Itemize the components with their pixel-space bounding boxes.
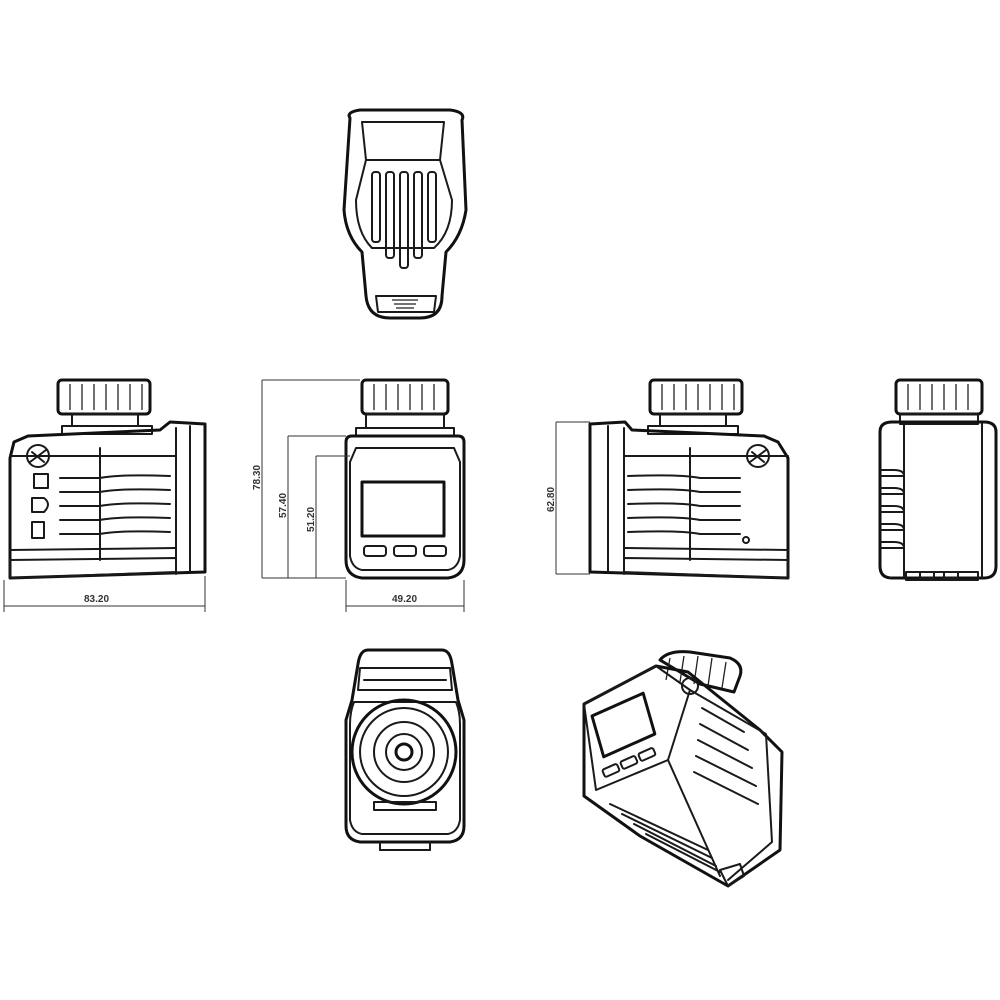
right-vent-slots xyxy=(627,474,741,535)
front-view: 49.20 78.30 57.40 51.20 xyxy=(252,378,466,612)
rear-vent-slots xyxy=(879,469,905,549)
right-side-view: 62.80 xyxy=(546,378,790,580)
front-button-right xyxy=(423,545,447,557)
iso-buttons xyxy=(601,747,657,778)
dim-height-right: 62.80 xyxy=(546,487,557,512)
iso-display-screen xyxy=(590,691,657,759)
front-button-middle xyxy=(393,545,417,557)
bottom-view xyxy=(344,648,466,851)
right-screw-icon xyxy=(746,444,770,468)
left-vent-slots xyxy=(59,474,171,535)
iso-side-vents xyxy=(693,707,759,805)
rear-view xyxy=(878,378,998,581)
left-screw-icon xyxy=(26,444,50,468)
isometric-view xyxy=(582,650,784,888)
dim-height-body: 57.40 xyxy=(278,493,289,518)
dim-height-inner: 51.20 xyxy=(306,507,317,532)
top-view xyxy=(342,108,468,320)
dim-height-total: 78.30 xyxy=(252,465,263,490)
front-button-left xyxy=(363,545,387,557)
iso-bottom-vents xyxy=(609,803,721,873)
top-view-fins xyxy=(371,171,437,269)
iso-screw-icon xyxy=(681,677,699,695)
left-side-view: 83.20 xyxy=(3,378,207,612)
bottom-knob xyxy=(350,698,458,806)
display-screen xyxy=(360,480,446,538)
dim-width-front: 49.20 xyxy=(392,594,417,605)
dim-width-total: 83.20 xyxy=(84,594,109,605)
